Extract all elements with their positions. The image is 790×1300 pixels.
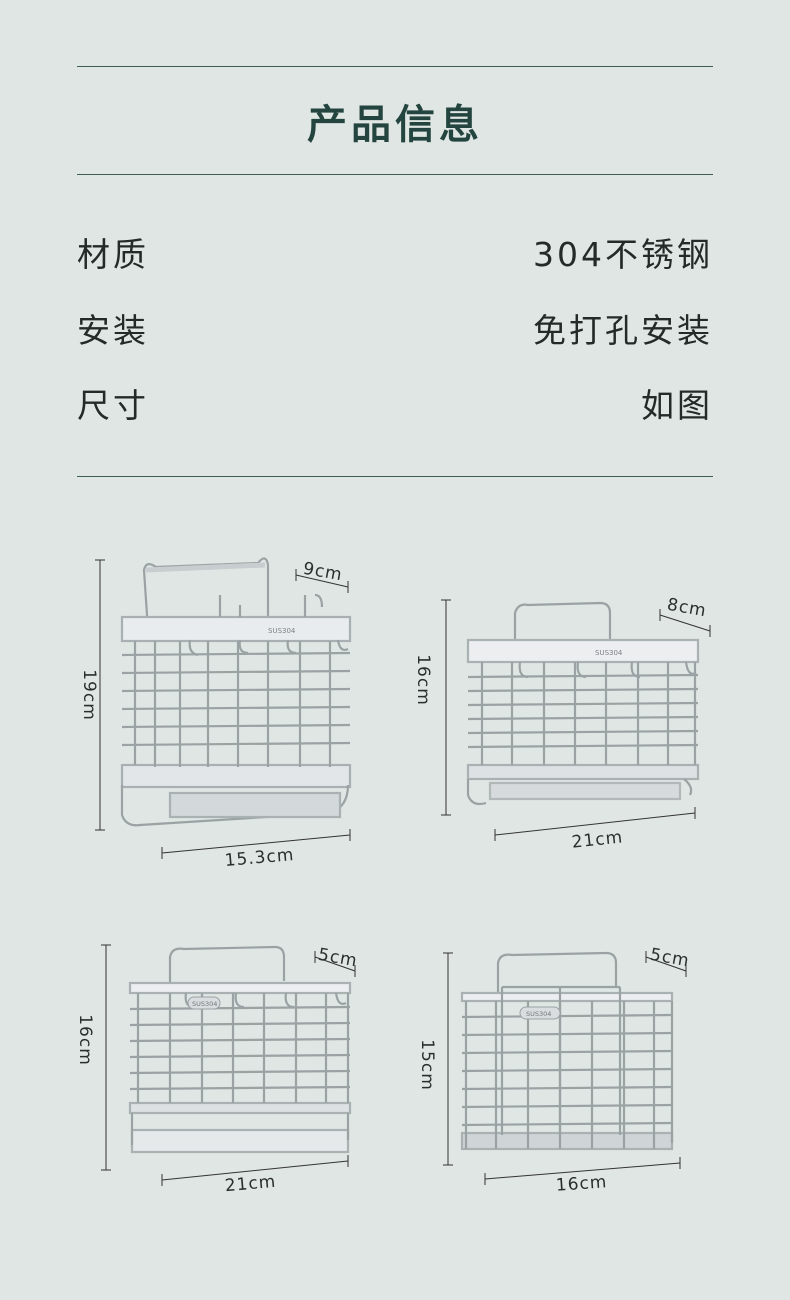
top-divider: [77, 66, 713, 67]
height-label: 15cm: [417, 1039, 437, 1091]
height-label: 16cm: [413, 654, 433, 706]
spec-value: 如图: [641, 386, 713, 425]
width-label: 21cm: [224, 1172, 277, 1196]
spec-row-install: 安装 免打孔安装: [77, 304, 713, 354]
product-image-3: 16cm 21cm 5cm SUS304: [70, 935, 370, 1205]
product-image-4: 15cm 16cm 5cm SUS304: [410, 935, 720, 1205]
cutlery-rack-slim-hooks-illustration: 16cm 21cm 5cm SUS304: [75, 944, 360, 1196]
height-label: 16cm: [75, 1014, 95, 1066]
cutlery-rack-hooks-illustration: 19cm 15.3cm 9cm SUS304: [79, 557, 352, 871]
stamp-label: SUS304: [192, 1000, 217, 1008]
product-image-1: 19cm 15.3cm 9cm SUS304: [60, 545, 370, 875]
depth-label: 5cm: [649, 945, 692, 972]
stamp-label: SUS304: [595, 649, 623, 657]
page-title: 产品信息: [307, 102, 483, 148]
spec-row-material: 材质 304不锈钢: [77, 228, 713, 278]
width-label: 16cm: [555, 1172, 608, 1196]
stamp-label: SUS304: [526, 1010, 551, 1018]
stamp-label: SUS304: [268, 627, 296, 635]
depth-label: 5cm: [317, 945, 360, 972]
width-label: 21cm: [571, 827, 624, 852]
cutlery-rack-wide-illustration: 16cm 21cm 8cm SUS304: [413, 595, 711, 853]
depth-label: 9cm: [302, 559, 345, 586]
spec-label: 安装: [77, 311, 149, 350]
spec-row-size: 尺寸 如图: [77, 379, 713, 429]
spec-value: 304不锈钢: [533, 235, 713, 274]
spec-label: 材质: [77, 235, 149, 274]
spec-divider: [77, 476, 713, 477]
spec-value: 免打孔安装: [533, 311, 713, 350]
spec-label: 尺寸: [77, 386, 149, 425]
cutlery-rack-compact-illustration: 15cm 16cm 5cm SUS304: [417, 945, 692, 1196]
title-divider: [77, 174, 713, 175]
product-image-2: 16cm 21cm 8cm SUS304: [410, 585, 730, 865]
width-label: 15.3cm: [224, 845, 295, 871]
depth-label: 8cm: [666, 595, 709, 622]
height-label: 19cm: [79, 669, 99, 721]
